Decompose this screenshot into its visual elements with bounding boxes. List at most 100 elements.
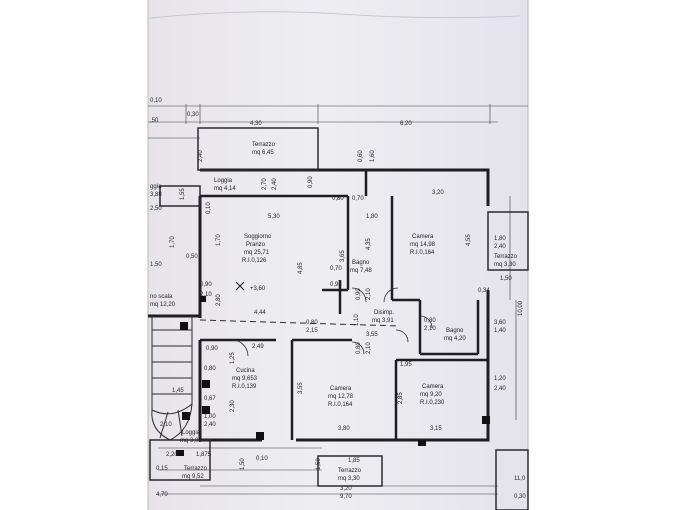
room-ri-camera-mid: R.I.0,164 (328, 402, 353, 408)
dim-50: 2,10 (366, 342, 372, 354)
room-area-camera-tr: mq 14,98 (410, 242, 436, 248)
room-name-terrazzo-right: Terrazzo (494, 254, 518, 260)
room-area-loggia-bottom: mq 3,09 (180, 438, 202, 444)
dim-5: 2,40 (198, 150, 204, 162)
room-name-bagno-2: Bagno (446, 328, 464, 334)
dim-73: 0,15 (156, 466, 168, 472)
room-name-loggia-left: ggia (150, 184, 162, 190)
dim-72: 1,50 (316, 458, 322, 470)
dim-10: 0,60 (358, 150, 364, 162)
room-area-disimp: mq 3,91 (372, 318, 394, 324)
dim-43: 2,15 (306, 328, 318, 334)
room-area-terrazzo-bm: mq 3,30 (338, 476, 360, 482)
room-area-bagno-1: mq 7,48 (350, 268, 372, 274)
dim-14: 0,70 (352, 196, 364, 202)
dim-70: 1,50 (240, 458, 246, 470)
dim-76: 9,70 (340, 494, 352, 500)
dim-8: 2,70 (262, 178, 268, 190)
fixture-square-9 (176, 450, 184, 456)
dim-3: 6,20 (400, 121, 412, 127)
dim-46: 0,90 (206, 346, 218, 352)
room-ri-camera-tr: R.I.0,164 (410, 250, 435, 256)
dim-32: 0,90 (200, 282, 212, 288)
dim-28: 1,50 (150, 262, 162, 268)
dim-15: 3,20 (432, 190, 444, 196)
dim-55: 2,85 (398, 392, 404, 404)
room-area-terrazzo-top: mq 6,45 (252, 150, 274, 156)
room-area-cucina: mq 9,653 (232, 376, 258, 382)
dim-1: 0,30 (187, 112, 199, 118)
dim-19: 1,70 (170, 236, 176, 248)
background-left (0, 0, 148, 510)
dim-20: 0,50 (186, 254, 198, 260)
dim-18: 0,10 (206, 202, 212, 214)
dim-59: 2,30 (230, 400, 236, 412)
dim-22: 3,65 (340, 250, 346, 262)
dim-71: 1,85 (348, 458, 360, 464)
dim-7: 2,50 (150, 206, 162, 212)
dim-23: 4,35 (366, 238, 372, 250)
room-name-loggia-top: Loggia (214, 178, 233, 184)
section-dashed-line (199, 319, 401, 327)
room-area-terrazzo-bl: mq 9,52 (182, 474, 204, 480)
room-area-terrazzo-right: mq 3,30 (494, 262, 516, 268)
dim-30: 0,70 (330, 266, 342, 272)
room-ri-cucina: R.I.0,139 (232, 384, 257, 390)
dim-66: 2,10 (160, 422, 172, 428)
dim-65: 3,15 (430, 426, 442, 432)
room-name-soggiorno: Soggiorno (244, 234, 272, 240)
dim-38: 10,00 (518, 300, 524, 316)
dim-34: 2,80 (216, 294, 222, 306)
dim-17: 1,80 (366, 214, 378, 220)
dim-27: 2,40 (494, 244, 506, 250)
dim-75: 4,70 (156, 492, 168, 498)
paper-sheet (148, 0, 528, 510)
room-ri-soggiorno: R.I.0,126 (242, 258, 267, 264)
dim-11: 1,60 (370, 150, 376, 162)
dim-63: 2,40 (494, 386, 506, 392)
dim-53: 1,40 (494, 328, 506, 334)
room-name-terrazzo-top: Terrazzo (252, 142, 276, 148)
room-name-cucina: Cucina (236, 368, 255, 374)
room-name-camera-mid: Camera (330, 386, 352, 392)
dim-47: 2,49 (252, 344, 264, 350)
dim-13: 0,80 (332, 196, 344, 202)
room-area-vano-scala: mq 12,20 (150, 302, 176, 308)
dim-58: 1,45 (172, 388, 184, 394)
dim-49: 0,80 (356, 342, 362, 354)
dim-29: 1,50 (500, 276, 512, 282)
level-label: +3,60 (250, 286, 266, 292)
fixture-square-1 (180, 322, 188, 330)
fixture-square-3 (202, 406, 210, 414)
room-area-camera-br: mq 9,20 (420, 392, 442, 398)
terrace-outlines (149, 127, 529, 510)
dim-45: 2,10 (424, 326, 436, 332)
room-name-loggia-bottom: Loggia (182, 430, 201, 436)
dim-64: 3,80 (338, 426, 350, 432)
room-area-loggia-left: 3,88 (150, 192, 162, 198)
dim-4: ,50 (150, 118, 159, 124)
dim-68: 2,20 (166, 452, 178, 458)
fixture-square-6 (200, 296, 206, 302)
room-name-terrazzo-bl: Terrazzo (184, 466, 208, 472)
dim-2: 4,30 (250, 121, 262, 127)
dim-61: 2,40 (204, 422, 216, 428)
room-area-camera-mid: mq 12,78 (328, 394, 354, 400)
room-name-bagno-1: Bagno (352, 260, 370, 266)
dim-33: 2,10 (200, 292, 212, 298)
dim-36: 2,10 (366, 288, 372, 300)
dim-25: 4,85 (298, 262, 304, 274)
dim-54: 3,55 (298, 382, 304, 394)
fixture-square-4 (182, 412, 190, 420)
background-right (528, 0, 680, 510)
dim-21: 1,70 (216, 234, 222, 246)
room-area-bagno-2: mq 4,20 (444, 336, 466, 342)
room-name-terrazzo-bm: Terrazzo (338, 468, 362, 474)
fixture-square-7 (482, 416, 490, 424)
room-name-vano-scala: no scala (150, 294, 173, 300)
dim-31: 0,98 (330, 282, 342, 288)
room-name-camera-br: Camera (422, 384, 444, 390)
room-ri-camera-br: R.I.0,230 (420, 400, 445, 406)
dim-41: 1,10 (354, 314, 360, 326)
